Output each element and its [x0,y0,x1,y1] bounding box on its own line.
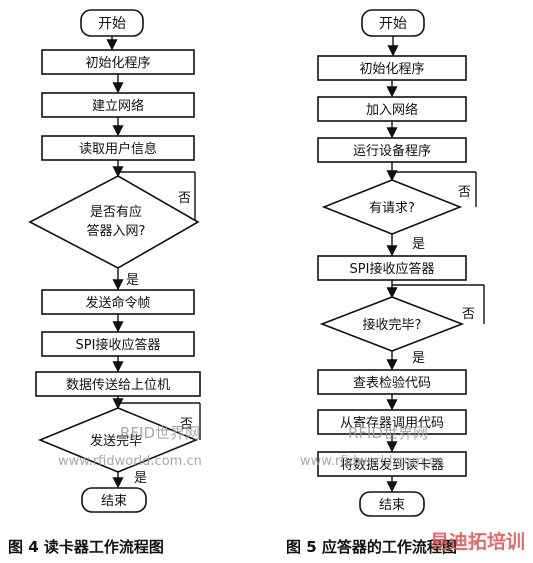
watermark-logo: 易迪拓培训 [430,530,525,553]
right-send-reader-box [317,451,467,477]
left-send-cmd-label: 发送命令帧 [85,295,150,311]
right-caption: 图 5 应答器的工作流程图 [286,538,457,556]
left-read-info-box [41,135,195,161]
right-send-reader-label: 将数据发到读卡器 [340,457,444,473]
right-start-label: 开始 [379,16,407,32]
right-decision2-label: 接收完毕? [363,317,422,333]
left-read-info-label: 读取用户信息 [79,141,157,157]
right-no2-label: 否 [462,307,475,322]
right-spi-recv-box [317,255,467,281]
watermark-brand-right: RFID世界网 [348,424,428,442]
left-init-label: 初始化程序 [85,56,150,71]
right-yes1-label: 是 [412,237,425,252]
right-run-prog-box [317,137,467,163]
left-end-node [81,487,147,513]
left-init-box [41,49,195,75]
left-spi-recv-box [41,331,195,357]
left-flowchart: 开始 初始化程序 建立网络 读取用户信息 否 是否有应 答器入网? 是 发送命令… [8,9,201,556]
right-end-node [359,491,425,517]
right-decision1-label: 有请求? [369,201,415,216]
right-spi-recv-label: SPI接收应答器 [350,261,435,277]
watermark-url-left: www.rfidworld.com.cn [58,454,202,469]
right-lookup-label: 查表检验代码 [353,375,431,391]
left-start-label: 开始 [98,16,126,32]
left-build-net-label: 建立网络 [92,98,144,114]
right-join-net-label: 加入网络 [366,102,418,118]
left-decision1 [28,175,200,269]
left-decision2-label: 发送完毕 [90,433,142,449]
left-yes1-label: 是 [126,273,139,288]
left-no2-label: 否 [180,417,193,432]
right-init-label: 初始化程序 [359,62,424,77]
right-run-prog-label: 运行设备程序 [353,143,431,159]
left-decision1-line2: 答器入网? [87,223,146,239]
right-flowchart: 开始 初始化程序 加入网络 运行设备程序 否 有请求? 是 SPI接收应答器 否 [286,9,485,556]
left-spi-recv-label: SPI接收应答器 [76,337,161,353]
watermark-url-right: www.rfidworld.com.cn [300,454,444,469]
right-join-net-box [317,96,467,122]
left-decision1-line1: 是否有应 [90,204,142,220]
right-call-code-label: 从寄存器调用代码 [340,415,444,431]
left-yes2-label: 是 [134,471,147,486]
left-send-cmd-box [41,289,195,315]
left-no1-label: 否 [178,191,191,206]
right-yes2-label: 是 [412,351,425,366]
watermark-brand-left: RFID世界网 [120,424,200,442]
watermarks: RFID世界网 www.rfidworld.com.cn RFID世界网 www… [58,424,525,553]
right-end-label: 结束 [379,498,405,513]
right-no1-label: 否 [458,185,471,200]
right-lookup-box [317,369,467,395]
right-init-box [317,55,467,81]
left-caption: 图 4 读卡器工作流程图 [8,538,164,556]
left-end-label: 结束 [101,494,127,509]
left-data-send-box [35,371,201,397]
left-data-send-label: 数据传送给上位机 [66,378,170,393]
